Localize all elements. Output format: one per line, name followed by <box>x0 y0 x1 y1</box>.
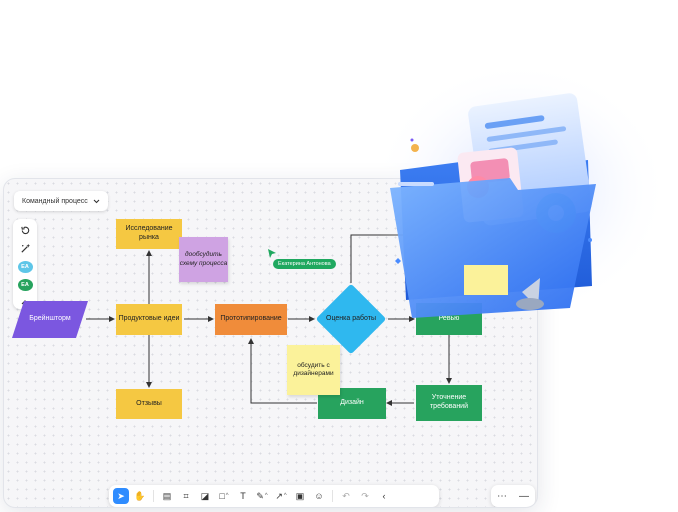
node-evaluation[interactable]: Оценка работы <box>326 315 376 323</box>
bottom-toolbar: ➤ ✋ ▤ ⌗ ◪ □^ T ✎^ ↗^ ▣ ☺ ↶ ↷ ‹ <box>109 485 439 507</box>
connector-tool[interactable]: ↗^ <box>273 488 289 504</box>
image-tool[interactable]: ▣ <box>292 488 308 504</box>
sticky-note-tool[interactable]: ◪ <box>197 488 213 504</box>
collaborator-cursor-label: Екатерина Антонова <box>273 259 336 269</box>
node-brainstorm[interactable]: Брейншторм <box>29 315 71 323</box>
node-ideas[interactable]: Продуктовые идеи <box>116 304 182 335</box>
text-tool[interactable]: T <box>235 488 251 504</box>
frame-tool[interactable]: ⌗ <box>178 488 194 504</box>
chevron-up-icon: ^ <box>283 493 287 499</box>
left-sidebar: EA EA <box>13 219 37 309</box>
shape-icon: □ <box>219 491 225 501</box>
avatar[interactable]: EA <box>17 261 33 273</box>
connectors <box>86 234 452 406</box>
avatar[interactable]: EA <box>17 279 33 291</box>
text-icon: T <box>240 491 246 501</box>
undo-button[interactable]: ↶ <box>338 488 354 504</box>
chevron-down-icon <box>93 199 100 203</box>
cursor-icon <box>268 249 276 258</box>
undo-icon: ↶ <box>342 490 350 501</box>
redo-button[interactable]: ↷ <box>357 488 373 504</box>
hand-tool[interactable]: ✋ <box>132 488 148 504</box>
node-prototype[interactable]: Прототипирование <box>215 304 287 335</box>
sticky-note[interactable]: обсудить с дизайнерами <box>287 345 340 395</box>
sticky-note-icon: ◪ <box>200 490 210 501</box>
hand-icon: ✋ <box>134 490 146 501</box>
pen-tool[interactable]: ✎^ <box>254 488 270 504</box>
shape-tool[interactable]: □^ <box>216 488 232 504</box>
history-icon[interactable] <box>20 225 31 237</box>
redo-icon: ↷ <box>361 490 369 501</box>
template-tool[interactable]: ▤ <box>159 488 175 504</box>
node-brainstorm-shape <box>12 301 88 338</box>
node-requirements[interactable]: Уточнение требований <box>416 385 482 421</box>
zoom-toolbar: ⋯ — <box>491 485 535 507</box>
sticky-note[interactable]: дообсудить схему процесса <box>179 237 228 282</box>
image-icon: ▣ <box>295 490 305 501</box>
node-research[interactable]: Исследование рынка <box>116 219 182 249</box>
edge-design-prototype <box>248 338 317 404</box>
toolbar-divider <box>153 490 154 502</box>
collapse-toolbar-button[interactable]: ‹ <box>376 488 392 504</box>
process-menu[interactable]: Командный процесс <box>14 191 108 211</box>
pointer-tool[interactable]: ➤ <box>113 488 129 504</box>
folder-illustration <box>370 60 670 320</box>
more-icon[interactable]: ⋯ <box>497 490 507 502</box>
template-icon: ▤ <box>162 490 172 501</box>
pointer-icon: ➤ <box>117 490 125 501</box>
magic-wand-icon[interactable] <box>20 243 31 255</box>
frame-icon: ⌗ <box>183 490 189 501</box>
pen-icon: ✎ <box>256 490 264 501</box>
process-menu-label: Командный процесс <box>22 197 88 205</box>
toolbar-divider <box>332 490 333 502</box>
node-reviews[interactable]: Отзывы <box>116 389 182 419</box>
emoji-icon: ☺ <box>314 491 324 501</box>
chevron-up-icon: ^ <box>264 493 268 499</box>
zoom-out-icon[interactable]: — <box>519 490 529 502</box>
chevron-left-icon: ‹ <box>382 491 386 501</box>
chevron-up-icon: ^ <box>225 493 229 499</box>
emoji-tool[interactable]: ☺ <box>311 488 327 504</box>
connector-icon: ↗ <box>275 490 283 501</box>
